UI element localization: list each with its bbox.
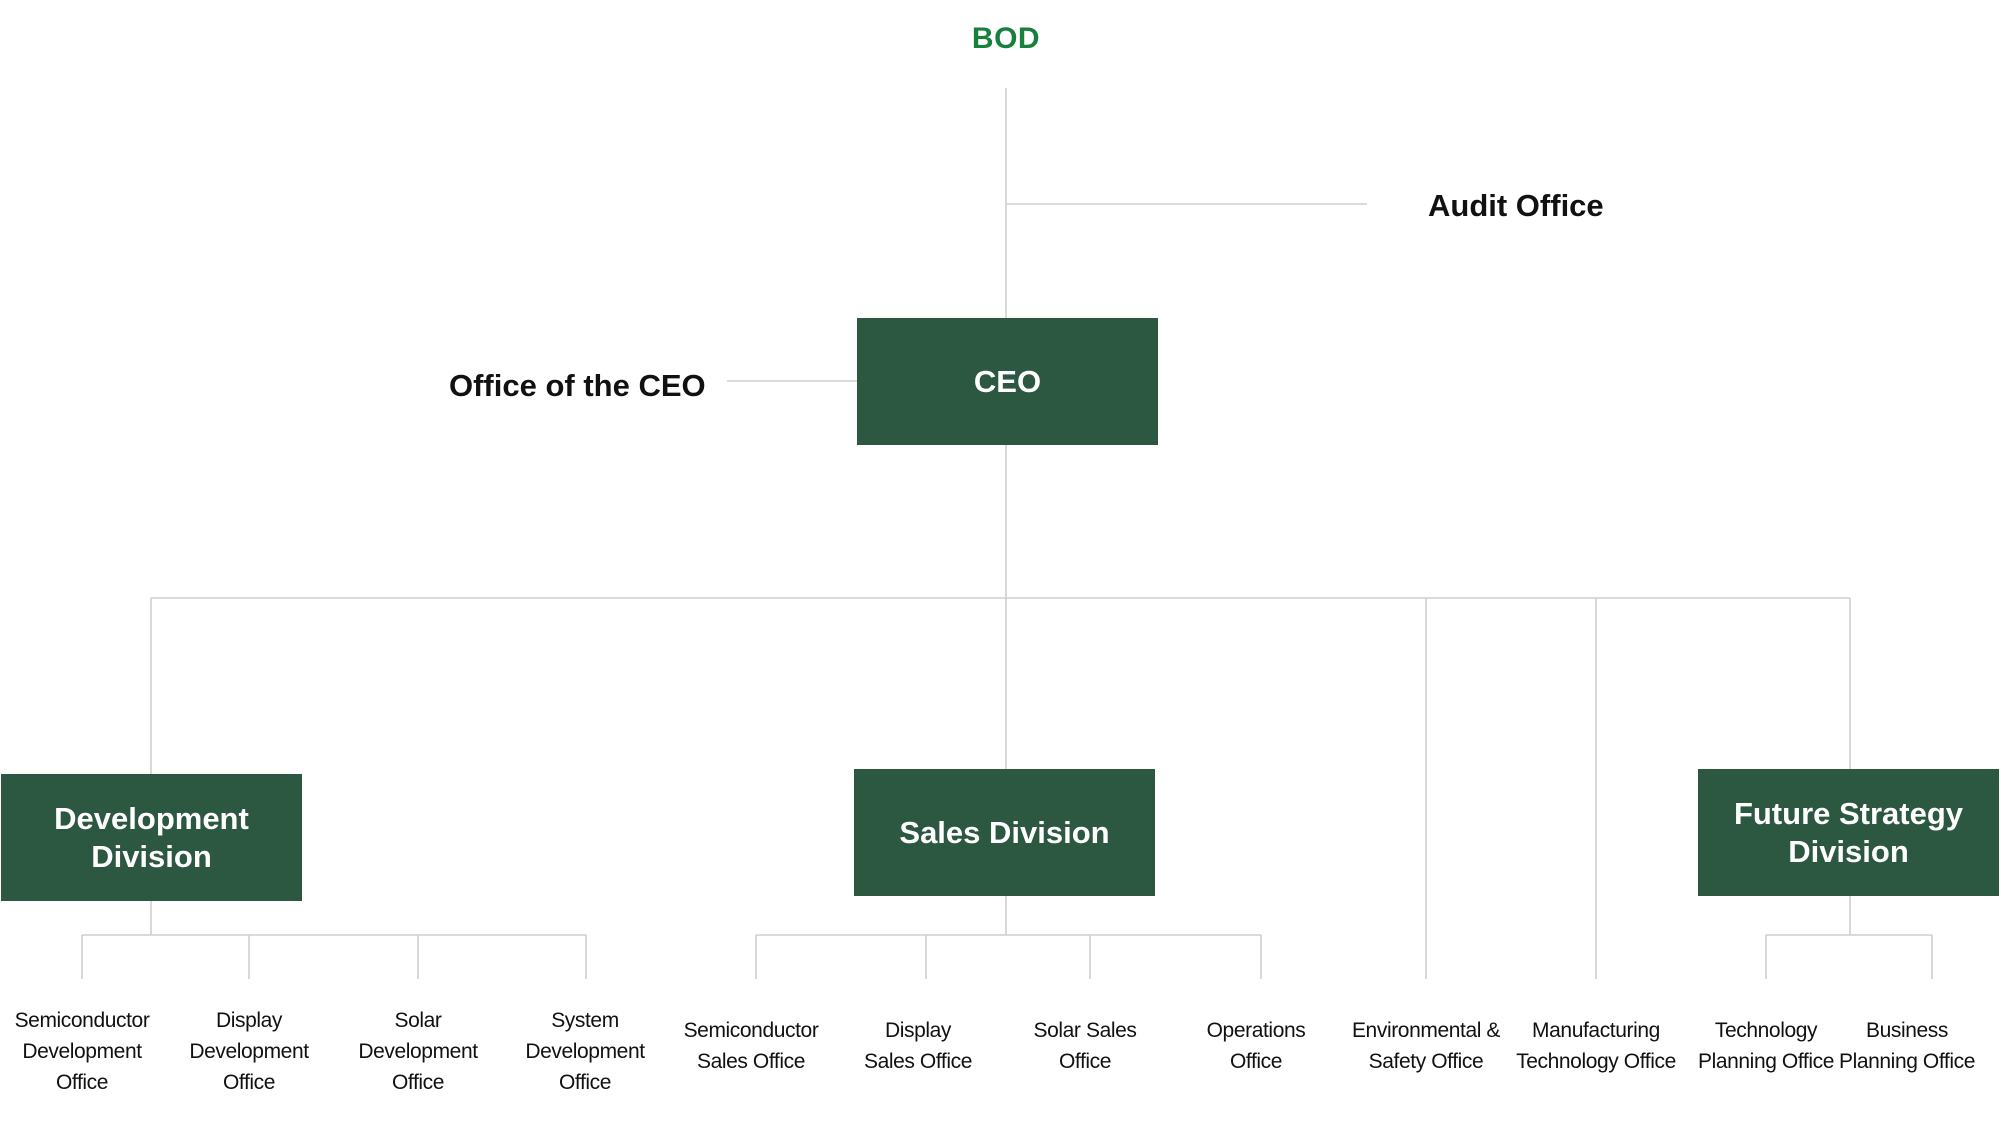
office-line: Safety Office: [1368, 1050, 1484, 1073]
audit-office-label: Audit Office: [1428, 188, 1604, 223]
office-line: Office: [558, 1071, 612, 1094]
future-strategy-line-2: Division: [1788, 833, 1909, 869]
office-line: Development: [189, 1040, 309, 1063]
office-line: Office: [391, 1071, 445, 1094]
office-line: Semiconductor: [14, 1009, 150, 1032]
office-line: Sales Office: [696, 1050, 806, 1073]
development-division-line-2: Division: [91, 838, 212, 874]
future-strategy-division-box: Future Strategy Division: [1698, 769, 1999, 896]
system-development-office: System Development Office: [495, 1005, 675, 1098]
technology-planning-office: Technology Planning Office: [1676, 1015, 1856, 1077]
solar-sales-office: Solar Sales Office: [995, 1015, 1175, 1077]
future-strategy-line-1: Future Strategy: [1733, 795, 1964, 831]
office-line: Display: [884, 1019, 952, 1042]
office-line: System: [551, 1009, 619, 1032]
development-division-line-1: Development: [54, 800, 249, 836]
office-line: Solar: [394, 1009, 442, 1032]
office-line: Manufacturing: [1532, 1019, 1660, 1042]
future-strategy-division-title: Future Strategy Division: [1734, 795, 1963, 871]
office-line: Office: [1229, 1050, 1283, 1073]
display-development-office: Display Development Office: [159, 1005, 339, 1098]
office-line: Development: [22, 1040, 142, 1063]
office-of-ceo-label: Office of the CEO: [449, 368, 706, 403]
office-line: Technology: [1714, 1019, 1818, 1042]
development-division-box: Development Division: [1, 774, 302, 901]
bod-label: BOD: [971, 22, 1041, 55]
office-line: Business: [1865, 1019, 1948, 1042]
office-line: Environmental &: [1351, 1019, 1501, 1042]
business-planning-office: Business Planning Office: [1817, 1015, 1997, 1077]
manufacturing-technology-office: Manufacturing Technology Office: [1506, 1015, 1686, 1077]
office-line: Development: [358, 1040, 478, 1063]
office-line: Planning Office: [1697, 1050, 1835, 1073]
display-sales-office: Display Sales Office: [828, 1015, 1008, 1077]
office-line: Planning Office: [1838, 1050, 1976, 1073]
office-line: Display: [215, 1009, 283, 1032]
operations-office: Operations Office: [1166, 1015, 1346, 1077]
office-line: Development: [525, 1040, 645, 1063]
ceo-label: CEO: [973, 363, 1042, 399]
office-line: Office: [1058, 1050, 1112, 1073]
sales-division-box: Sales Division: [854, 769, 1155, 896]
office-line: Sales Office: [863, 1050, 973, 1073]
office-line: Technology Office: [1516, 1050, 1676, 1073]
office-line: Office: [222, 1071, 276, 1094]
office-line: Solar Sales: [1033, 1019, 1137, 1042]
office-line: Operations: [1206, 1019, 1306, 1042]
office-line: Office: [55, 1071, 109, 1094]
sales-division-label: Sales Division: [899, 814, 1110, 850]
solar-development-office: Solar Development Office: [328, 1005, 508, 1098]
semiconductor-development-office: Semiconductor Development Office: [0, 1005, 172, 1098]
development-division-title: Development Division: [54, 800, 249, 876]
office-line: Semiconductor: [683, 1019, 819, 1042]
ceo-box: CEO: [857, 318, 1158, 445]
environmental-safety-office: Environmental & Safety Office: [1336, 1015, 1516, 1077]
semiconductor-sales-office: Semiconductor Sales Office: [661, 1015, 841, 1077]
